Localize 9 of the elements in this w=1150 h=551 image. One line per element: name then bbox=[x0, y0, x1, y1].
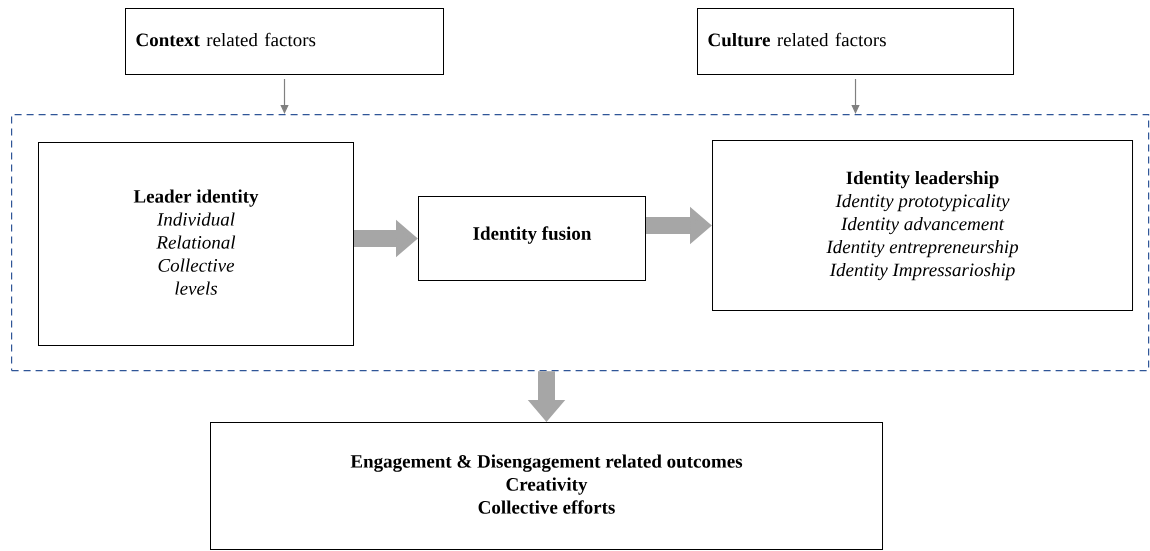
concept-box: Identity fusion bbox=[418, 196, 646, 281]
dashed-frame bbox=[11, 114, 1150, 372]
outcome-box: Engagement & Disengagement related outcomes Creativity Collective efforts bbox=[210, 422, 883, 550]
factor-box: Context related factors bbox=[125, 8, 444, 75]
arrow bbox=[280, 78, 289, 114]
factor-box: Culture related factors bbox=[697, 8, 1014, 75]
concept-box: Identity leadership Identity prototypicality Identity advancement Identity entrepreneurship Identity Impressarioship bbox=[712, 140, 1133, 311]
arrow bbox=[851, 78, 860, 114]
concept-box: Leader identity Individual Relational Collective levels bbox=[38, 142, 354, 346]
